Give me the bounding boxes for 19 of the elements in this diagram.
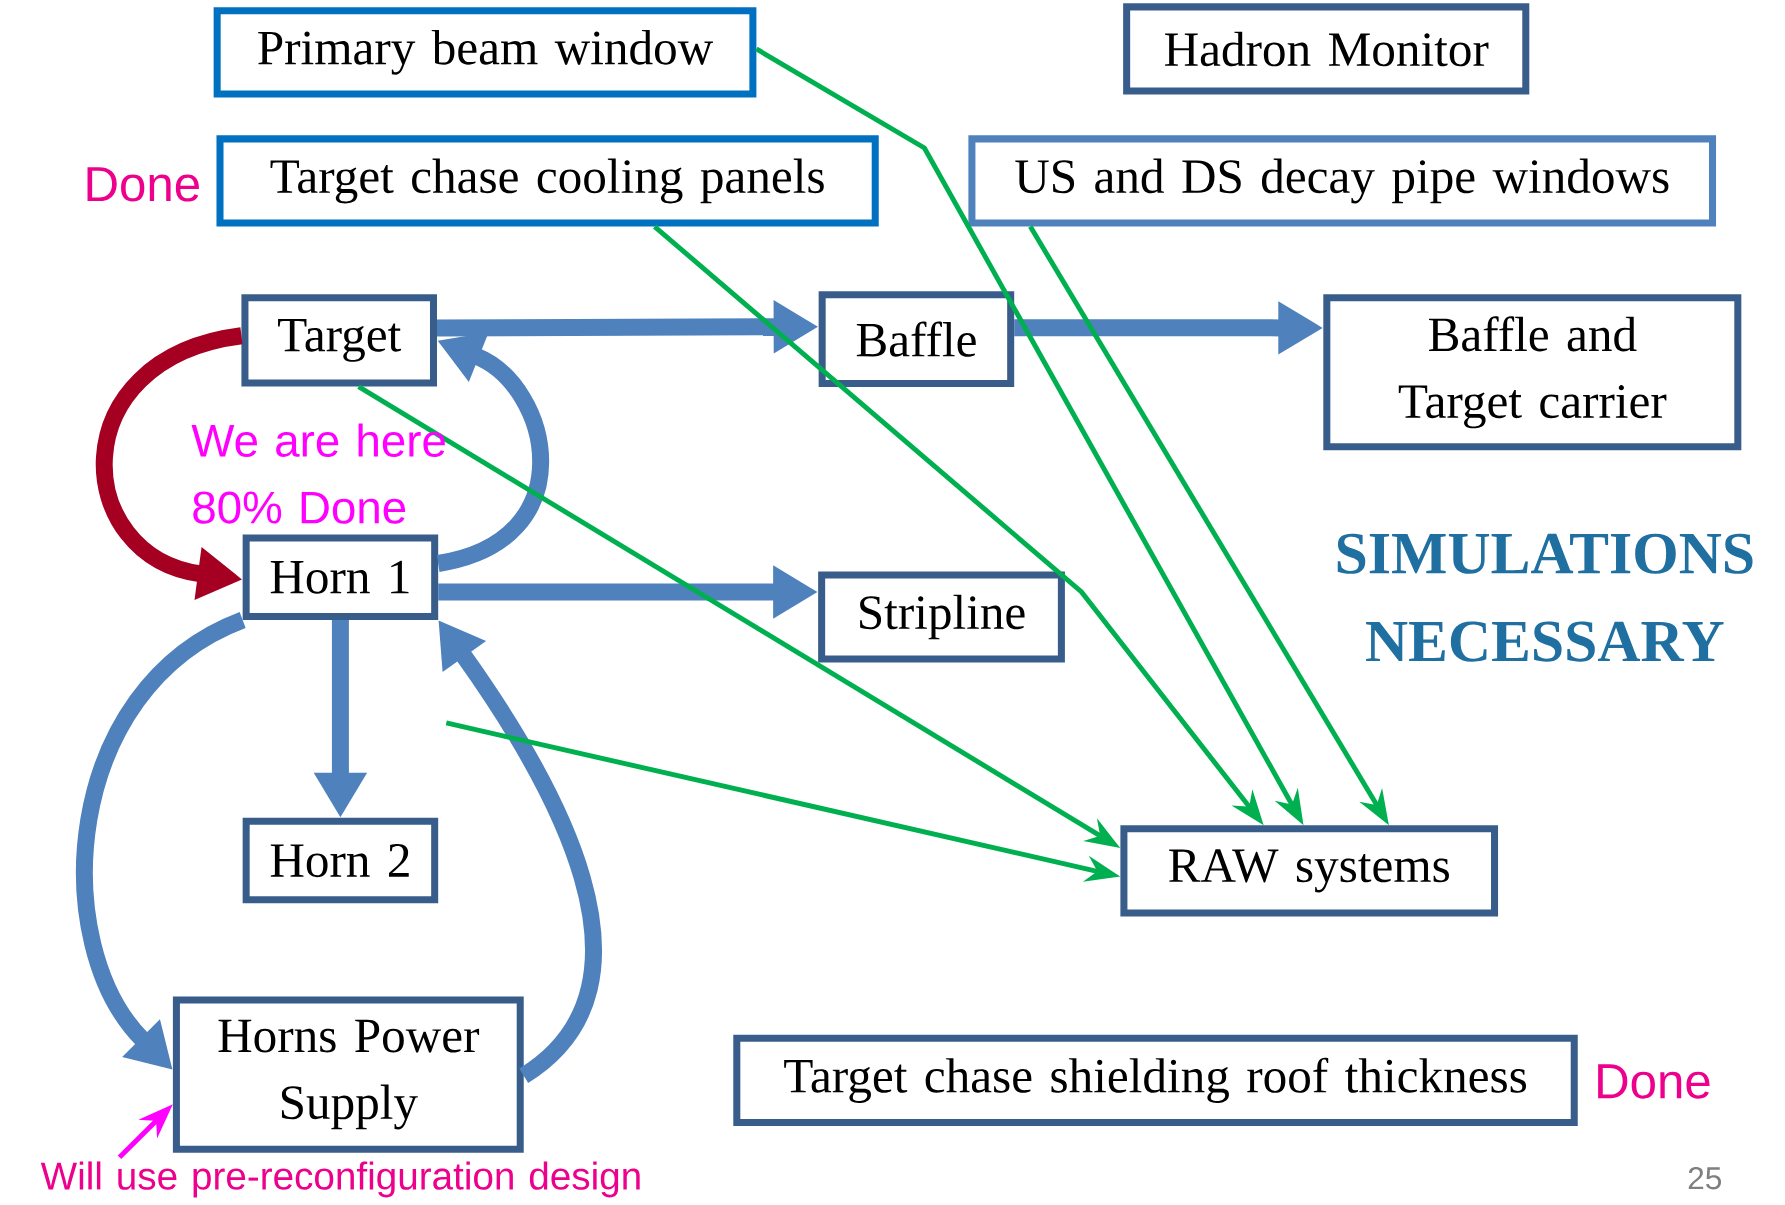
process-box: RAW systems — [1120, 825, 1499, 917]
process-box: US and DS decay pipe windows — [968, 135, 1717, 227]
process-box: Baffle — [818, 291, 1015, 388]
note-text: Will use pre-reconfiguration design — [40, 1161, 640, 1198]
process-box: Target chase cooling panels — [216, 135, 879, 227]
process-box: Horns Power Supply — [172, 996, 524, 1153]
status-label: Done — [1598, 1064, 1710, 1099]
status-label: We are here 80% Done — [191, 423, 445, 524]
process-box: Baffle and Target carrier — [1323, 294, 1742, 451]
process-box: Primary beam window — [213, 7, 757, 98]
process-box: Target chase shielding roof thickness — [733, 1034, 1578, 1126]
process-box: Target — [241, 294, 437, 387]
process-box: Hadron Monitor — [1123, 3, 1530, 95]
process-box: Stripline — [818, 571, 1065, 663]
process-box: Horn 1 — [242, 534, 439, 620]
page-number: 25 — [1688, 1167, 1722, 1190]
process-box: Horn 2 — [242, 817, 439, 904]
status-label: Done — [87, 167, 199, 202]
heading-text: SIMULATIONS NECESSARY — [1337, 533, 1753, 662]
